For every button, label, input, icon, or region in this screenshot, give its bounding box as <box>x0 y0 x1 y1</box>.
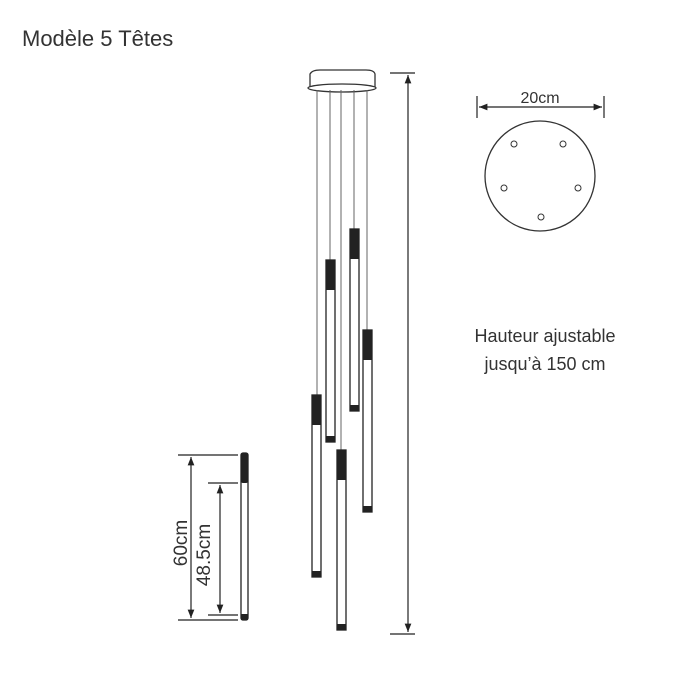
total-length-label: 60cm <box>171 520 192 566</box>
note-line-1: Hauteur ajustable <box>474 326 616 346</box>
light-length-label: 48.5cm <box>194 524 215 586</box>
canopy-diameter-label: 20cm <box>520 90 559 107</box>
light-tube <box>349 228 360 412</box>
height-dimension <box>390 72 415 635</box>
light-tube <box>325 259 336 443</box>
tube-detail: 60cm 48.5cm <box>171 452 249 621</box>
adjustable-height-note: Hauteur ajustable jusqu’à 150 cm <box>440 322 650 378</box>
light-tube <box>362 329 373 513</box>
model-title: Modèle 5 Têtes <box>22 26 174 51</box>
cables <box>316 90 368 450</box>
canopy-top-view: 20cm <box>476 90 605 232</box>
light-tubes <box>311 228 373 631</box>
light-tube <box>311 394 322 578</box>
canopy <box>307 69 377 93</box>
light-tube <box>336 449 347 631</box>
note-line-2: jusqu’à 150 cm <box>484 354 606 374</box>
